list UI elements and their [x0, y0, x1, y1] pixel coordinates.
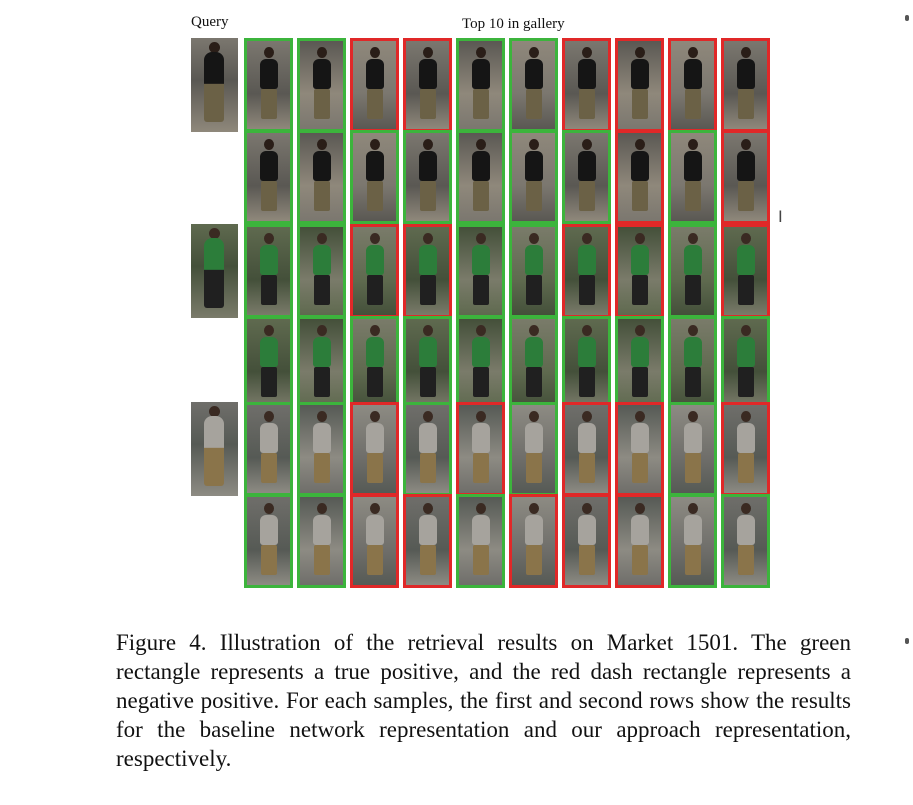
gallery-result-true-positive [297, 224, 346, 318]
gallery-result-true-positive [403, 316, 452, 410]
gallery-result-negative [350, 224, 399, 318]
gallery-result-true-positive [297, 494, 346, 588]
gallery-result-true-positive [403, 402, 452, 496]
gallery-result-true-positive [562, 130, 611, 224]
gallery-result-true-positive [297, 130, 346, 224]
gallery-result-negative [615, 38, 664, 132]
gallery-result-negative [721, 402, 770, 496]
gallery-result-negative [721, 224, 770, 318]
gallery-result-true-positive [562, 316, 611, 410]
gallery-result-true-positive [456, 316, 505, 410]
gallery-result-negative [403, 38, 452, 132]
text-cursor-icon: I [778, 207, 783, 226]
gallery-result-true-positive [244, 402, 293, 496]
gallery-result-true-positive [668, 494, 717, 588]
gallery-result-true-positive [350, 316, 399, 410]
gallery-result-true-positive [456, 224, 505, 318]
gallery-result-true-positive [244, 130, 293, 224]
gallery-result-true-positive [509, 38, 558, 132]
gallery-result-true-positive [668, 130, 717, 224]
gallery-result-negative [350, 402, 399, 496]
gallery-result-negative [615, 402, 664, 496]
gallery-result-true-positive [721, 316, 770, 410]
gallery-result-negative [562, 224, 611, 318]
gallery-result-negative [562, 494, 611, 588]
gallery-result-true-positive [297, 38, 346, 132]
gallery-result-negative [615, 224, 664, 318]
gallery-result-true-positive [244, 494, 293, 588]
page-edge-mark [905, 638, 909, 644]
gallery-result-true-positive [244, 316, 293, 410]
gallery-result-true-positive [668, 402, 717, 496]
gallery-result-true-positive [615, 316, 664, 410]
gallery-result-true-positive [403, 130, 452, 224]
gallery-result-negative [615, 494, 664, 588]
gallery-result-true-positive [456, 38, 505, 132]
gallery-result-negative [721, 130, 770, 224]
gallery-result-true-positive [509, 316, 558, 410]
figure-caption: Figure 4. Illustration of the retrieval … [116, 630, 851, 771]
gallery-result-true-positive [456, 494, 505, 588]
gallery-result-negative [350, 494, 399, 588]
gallery-result-true-positive [509, 224, 558, 318]
gallery-result-true-positive [509, 130, 558, 224]
page-edge-mark [905, 15, 909, 21]
gallery-result-true-positive [350, 130, 399, 224]
gallery-result-true-positive [297, 316, 346, 410]
gallery-result-true-positive [456, 130, 505, 224]
query-image [191, 402, 238, 496]
gallery-result-negative [562, 402, 611, 496]
gallery-result-true-positive [244, 224, 293, 318]
gallery-result-negative [403, 224, 452, 318]
gallery-result-negative [403, 494, 452, 588]
gallery-result-true-positive [668, 316, 717, 410]
query-image [191, 38, 238, 132]
gallery-result-negative [509, 494, 558, 588]
retrieval-figure: Query Top 10 in gallery [191, 14, 770, 588]
query-label: Query [191, 14, 229, 30]
gallery-result-true-positive [668, 224, 717, 318]
gallery-result-true-positive [244, 38, 293, 132]
gallery-result-true-positive [721, 494, 770, 588]
gallery-result-negative [562, 38, 611, 132]
gallery-result-negative [350, 38, 399, 132]
gallery-result-negative [615, 130, 664, 224]
query-image [191, 224, 238, 318]
gallery-result-negative [456, 402, 505, 496]
gallery-result-true-positive [297, 402, 346, 496]
gallery-result-true-positive [509, 402, 558, 496]
gallery-result-negative [721, 38, 770, 132]
gallery-label: Top 10 in gallery [462, 16, 565, 32]
gallery-result-negative [668, 38, 717, 132]
